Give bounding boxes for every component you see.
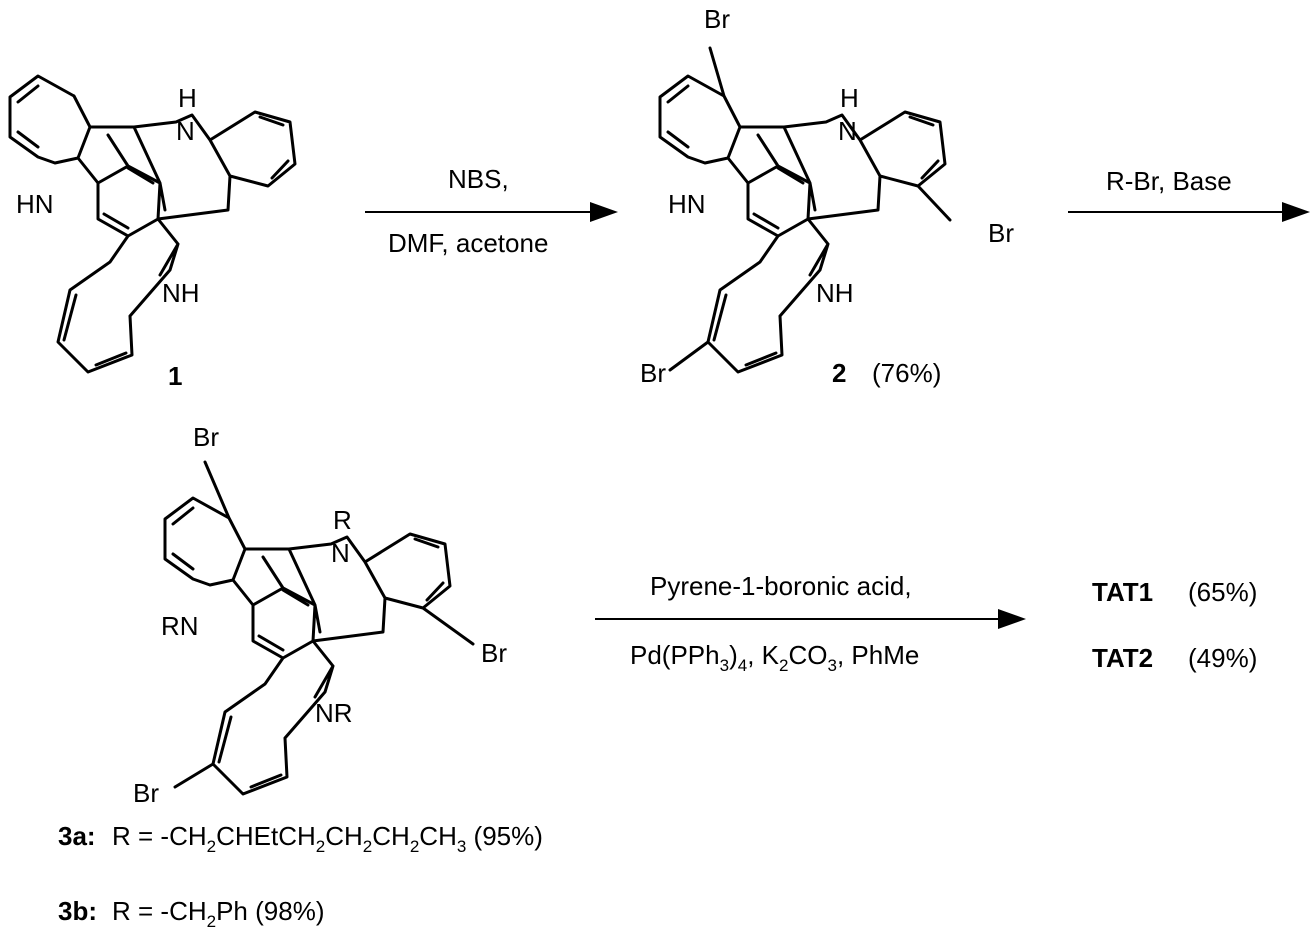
step1-reagent-label: NBS, — [448, 164, 509, 194]
compound-1-number: 1 — [168, 361, 182, 391]
reaction-arrow-step1: NBS, DMF, acetone — [365, 164, 618, 258]
compound-2-br-top: Br — [704, 4, 730, 34]
compound-2-n2-label: HN — [668, 189, 706, 219]
substituent-3a-text: R = -CH2CHEtCH2CH2CH2CH3 (95%) — [112, 821, 543, 856]
substituent-definitions: 3a: R = -CH2CHEtCH2CH2CH2CH3 (95%) 3b: R… — [58, 821, 543, 931]
step1-conditions-label: DMF, acetone — [388, 228, 548, 258]
step2-reagent-label: R-Br, Base — [1106, 166, 1232, 196]
compound-1-structure: H N HN NH 1 — [8, 74, 297, 391]
compound-2-br-bottom: Br — [640, 358, 666, 388]
step1-arrow-head — [590, 202, 618, 222]
compound-2-number: 2 — [832, 358, 846, 388]
product-tat1-name: TAT1 — [1092, 577, 1153, 607]
substituent-3a-id: 3a: — [58, 821, 96, 851]
reaction-arrow-step3: Pyrene-1-boronic acid, Pd(PPh3)4, K2CO3,… — [595, 571, 1026, 675]
step3-arrow-head — [998, 609, 1026, 629]
compound-3-br-bottom: Br — [133, 778, 159, 808]
compound-2-structure: Br Br Br H N HN NH 2 (76%) — [640, 4, 1014, 388]
compound-3-structure: Br Br Br R N RN NR — [133, 422, 507, 808]
compound-3-n2-label: RN — [161, 611, 199, 641]
step3-conditions-label: Pd(PPh3)4, K2CO3, PhMe — [630, 640, 919, 675]
compound-3-n3-label: NR — [315, 698, 353, 728]
product-tat2-yield: (49%) — [1188, 643, 1257, 673]
compound-3-n1-r: R — [333, 505, 352, 535]
compound-3-bonds — [163, 460, 475, 796]
compound-2-n1-h: H — [840, 83, 859, 113]
compound-2-bonds — [658, 46, 952, 374]
compound-1-n1-label: N — [176, 116, 195, 146]
compound-1-n1-h: H — [178, 83, 197, 113]
compound-1-n3-label: NH — [162, 278, 200, 308]
compound-1-bonds — [8, 74, 297, 374]
compound-3-br-top: Br — [193, 422, 219, 452]
reaction-arrow-step2: R-Br, Base — [1068, 166, 1310, 222]
step2-arrow-head — [1282, 202, 1310, 222]
product-tat2-name: TAT2 — [1092, 643, 1153, 673]
step3-reagent-label: Pyrene-1-boronic acid, — [650, 571, 912, 601]
compound-2-yield: (76%) — [872, 358, 941, 388]
compound-2-n1-label: N — [838, 116, 857, 146]
substituent-3b-text: R = -CH2Ph (98%) — [112, 896, 324, 931]
compound-3-br-right: Br — [481, 638, 507, 668]
product-tat1-yield: (65%) — [1188, 577, 1257, 607]
compound-2-br-right: Br — [988, 218, 1014, 248]
compound-1-n2-label: HN — [16, 189, 54, 219]
products-list: TAT1 (65%) TAT2 (49%) — [1092, 577, 1257, 673]
compound-2-n3-label: NH — [816, 278, 854, 308]
substituent-3b-id: 3b: — [58, 896, 97, 926]
compound-3-n1-label: N — [331, 538, 350, 568]
